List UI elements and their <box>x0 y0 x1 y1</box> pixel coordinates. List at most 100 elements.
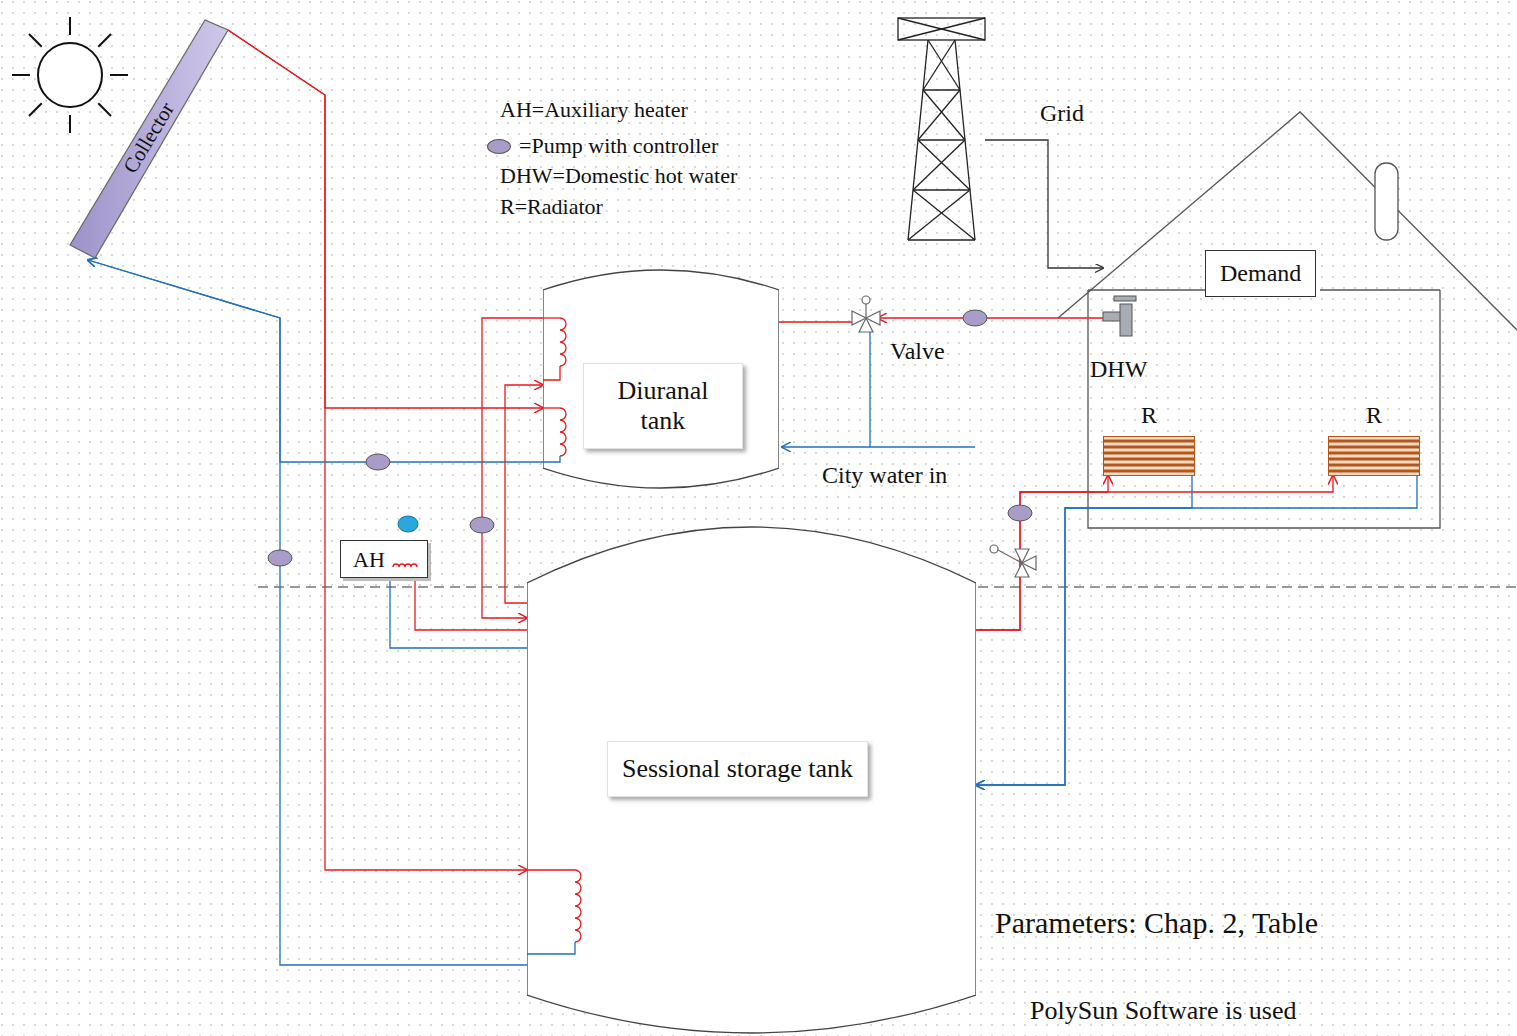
node-label: R <box>1366 402 1382 430</box>
node-label: R <box>1141 402 1157 430</box>
city-water-pipe <box>869 332 870 447</box>
sun-ray <box>29 34 42 47</box>
legend-row: DHW=Domestic hot water <box>500 163 737 189</box>
pipe-connector <box>88 260 527 965</box>
node-label: AH <box>353 547 385 573</box>
part-label: Grid <box>1040 100 1084 128</box>
coil-pipe <box>543 407 560 408</box>
pipe-connector <box>482 318 543 618</box>
radiator-fin <box>1329 445 1419 448</box>
radiator-fin <box>1329 451 1419 454</box>
tower-rung <box>918 139 965 140</box>
dhw-pipe <box>778 321 856 322</box>
node-label: Demand <box>1220 259 1301 288</box>
sun-ray <box>98 103 111 116</box>
pipe-connector <box>88 260 543 462</box>
pump-symbol <box>470 517 494 533</box>
faucet-symbol <box>1103 296 1136 336</box>
radiator-fin <box>1104 463 1194 466</box>
heat-exchanger-coil <box>560 318 566 366</box>
sun-ray <box>110 74 128 76</box>
node-label: Sessional storage tank <box>607 741 868 797</box>
pipe-connector <box>976 476 1108 630</box>
heat-exchanger-coil <box>560 408 566 456</box>
sun-ray <box>12 74 30 76</box>
valve-symbol <box>852 296 880 332</box>
note-text: PolySun Software is used <box>1030 996 1297 1026</box>
part-label: Valve <box>890 338 945 366</box>
pipe-connector <box>505 385 543 603</box>
pipe-connector <box>976 476 1192 785</box>
legend-row: =Pump with controller <box>487 133 718 159</box>
pipe-connector <box>976 476 1333 630</box>
legend-text: DHW=Domestic hot water <box>500 163 737 189</box>
tower-rung <box>908 239 975 240</box>
radiator-symbol <box>1328 436 1420 476</box>
storage-tank: Diuranal tank <box>543 268 779 490</box>
coil-pipe <box>543 366 560 380</box>
tower-brace <box>913 140 965 190</box>
tower-brace <box>923 40 955 90</box>
legend-row: R=Radiator <box>500 194 603 220</box>
radiator-fin <box>1329 457 1419 460</box>
house-outline <box>1058 112 1517 528</box>
radiator-fin <box>1104 439 1194 442</box>
pipe-connector <box>415 578 527 630</box>
storage-tank: Sessional storage tank <box>527 525 976 1035</box>
part-label: City water in <box>822 462 947 490</box>
pump-symbol <box>268 550 292 566</box>
city-water-pipe <box>782 446 975 447</box>
tower-arm <box>898 18 985 40</box>
legend-text: =Pump with controller <box>519 133 718 159</box>
pipe-connector <box>390 578 527 648</box>
tower-brace <box>918 140 970 190</box>
radiator-fin <box>1104 451 1194 454</box>
pump-symbol <box>963 310 987 326</box>
tower-rung <box>913 189 970 190</box>
radiator-fin <box>1329 439 1419 442</box>
heat-exchanger-coil <box>575 870 581 942</box>
coil-pipe <box>543 317 560 318</box>
tower-brace <box>898 18 985 40</box>
grid-tower <box>898 18 985 240</box>
part-label: DHW <box>1090 356 1147 384</box>
sun-ray <box>69 115 71 133</box>
pump-symbol <box>1008 505 1032 521</box>
heater-coil <box>391 547 419 573</box>
tower-brace <box>923 90 965 140</box>
sun-ray <box>69 17 71 35</box>
process-box: Demand <box>1205 250 1316 297</box>
radiator-fin <box>1104 469 1194 472</box>
sun-ray <box>29 103 42 116</box>
coil-pipe <box>543 456 560 462</box>
legend-swatch <box>487 139 511 154</box>
process-box: AH <box>340 540 428 578</box>
radiator-fin <box>1104 457 1194 460</box>
tower-brace <box>908 190 970 240</box>
legend-text: R=Radiator <box>500 194 603 220</box>
pump-symbol <box>366 454 390 470</box>
legend-row: AH=Auxiliary heater <box>500 97 688 123</box>
coil-pipe <box>527 942 575 954</box>
tower-brace <box>928 40 960 90</box>
coil-pipe <box>527 869 575 870</box>
heater-pump-symbol <box>398 516 418 532</box>
valve-symbol <box>990 545 1036 577</box>
node-label: Diuranal tank <box>583 363 743 449</box>
radiator-fin <box>1104 445 1194 448</box>
radiator-symbol <box>1103 436 1195 476</box>
legend-text: AH=Auxiliary heater <box>500 97 688 123</box>
sun-symbol <box>12 17 128 133</box>
tower-rung <box>923 89 960 90</box>
note-text: Parameters: Chap. 2, Table <box>995 906 1318 941</box>
radiator-fin <box>1329 463 1419 466</box>
radiator-fin <box>1329 469 1419 472</box>
pipe-connector <box>976 476 1417 785</box>
tank-outline <box>527 527 976 1033</box>
pipe-connector <box>228 30 543 408</box>
tower-brace <box>898 18 985 40</box>
sun-ray <box>98 34 111 47</box>
tower-brace <box>918 90 960 140</box>
